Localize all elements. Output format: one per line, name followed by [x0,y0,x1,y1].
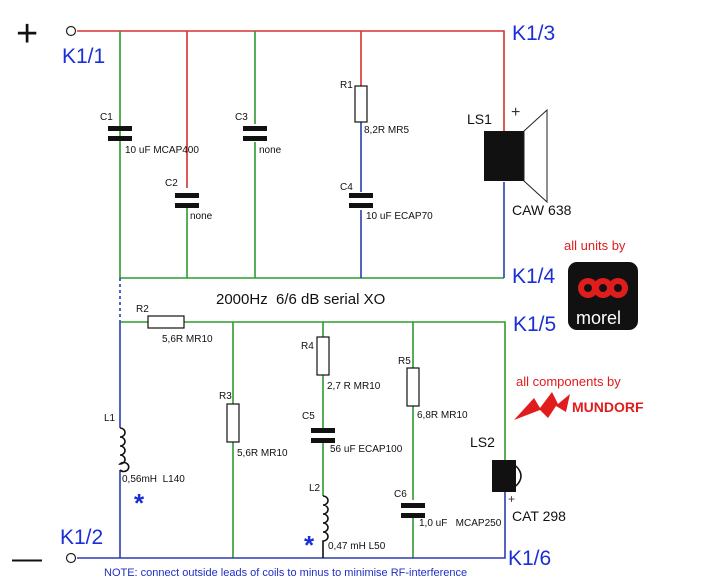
resistor-r4: R4 2,7 R MR10 [301,336,381,392]
mundorf-logo: MUNDORF [514,392,652,420]
r5-ref-label: R5 [398,356,411,367]
resistor-r3: R3 5,6R MR10 [219,391,288,459]
speaker-ls2: LS2 + CAT 298 [470,434,566,524]
note-text: NOTE: connect outside leads of coils to … [104,567,467,579]
asterisk-l2: * [304,530,315,560]
l1-value-label: 0,56mH L140 [122,474,185,485]
capacitor-c2: C2 none [165,178,213,222]
c6-value-label: 1,0 uF MCAP250 [419,518,502,529]
r4-ref-label: R4 [301,341,314,352]
speaker-ls1: + LS1 CAW 638 [467,104,572,218]
morel-logo: morel [568,262,638,330]
ls1-plus-label: + [511,104,520,121]
mundorf-logo-text: MUNDORF [572,399,644,415]
inductor-l1: L1 0,56mH L140 [104,413,185,485]
crossover-title: 2000Hz 6/6 dB serial XO [216,291,385,308]
woofer-section-blue-wire [77,322,506,559]
r3-ref-label: R3 [219,391,232,402]
positive-rail-wire [77,30,505,188]
c2-ref-label: C2 [165,178,178,189]
terminal-k1-4-label: K1/4 [512,265,556,288]
terminal-k1-2-circle [65,552,77,564]
ls1-ref-label: LS1 [467,111,492,127]
ls2-plus-label: + [508,492,515,506]
resistor-r2: R2 5,6R MR10 [136,304,213,345]
capacitor-c1: C1 10 uF MCAP400 [100,112,199,156]
r1-value-label: 8,2R MR5 [364,125,409,136]
ls2-ref-label: LS2 [470,434,495,450]
ls1-value-label: CAW 638 [512,202,572,218]
inductor-l2: L2 0,47 mH L50 [309,483,386,558]
mundorf-zigzag-icon [514,392,570,420]
r4-value-label: 2,7 R MR10 [327,381,381,392]
resistor-r5: R5 6,8R MR10 [398,356,468,421]
terminal-k1-2-label: K1/2 [60,526,103,549]
c5-value-label: 56 uF ECAP100 [330,444,403,455]
c3-ref-label: C3 [235,112,248,123]
c3-value-label: none [259,145,282,156]
capacitor-c6: C6 1,0 uF MCAP250 [394,489,502,529]
capacitor-c3: C3 none [235,112,282,156]
k15-rail-wire [120,321,506,558]
c2-value-label: none [190,211,213,222]
c4-value-label: 10 uF ECAP70 [366,211,433,222]
resistor-r1: R1 8,2R MR5 [340,80,409,136]
terminal-k1-6-label: K1/6 [508,547,551,570]
r2-value-label: 5,6R MR10 [162,334,213,345]
wires [77,30,506,559]
asterisk-l1: * [134,488,145,518]
plus-sign: + [16,13,38,55]
terminal-k1-3-label: K1/3 [512,22,555,45]
l2-value-label: 0,47 mH L50 [328,541,386,552]
ls2-value-label: CAT 298 [512,508,566,524]
c1-ref-label: C1 [100,112,113,123]
c5-ref-label: C5 [302,411,315,422]
r5-value-label: 6,8R MR10 [417,410,468,421]
r3-value-label: 5,6R MR10 [237,448,288,459]
terminal-k1-1-label: K1/1 [62,45,105,68]
components-caption: all components by [516,374,621,389]
terminal-k1-5-label: K1/5 [513,313,556,336]
l2-ref-label: L2 [309,483,321,494]
l1-ref-label: L1 [104,413,116,424]
units-caption: all units by [564,238,626,253]
capacitor-c5: C5 56 uF ECAP100 [302,411,403,455]
minus-sign: — [12,542,42,575]
terminal-k1-1-circle [65,25,77,37]
r2-ref-label: R2 [136,304,149,315]
c1-value-label: 10 uF MCAP400 [125,145,199,156]
terminals: + — K1/1 K1/2 K1/3 K1/4 K1/5 K1/6 [12,13,556,575]
c6-ref-label: C6 [394,489,407,500]
capacitor-c4: C4 10 uF ECAP70 [340,182,433,222]
morel-logo-text: morel [576,308,621,328]
tweeter-section-blue-wire [360,122,505,278]
r1-ref-label: R1 [340,80,353,91]
c4-ref-label: C4 [340,182,353,193]
